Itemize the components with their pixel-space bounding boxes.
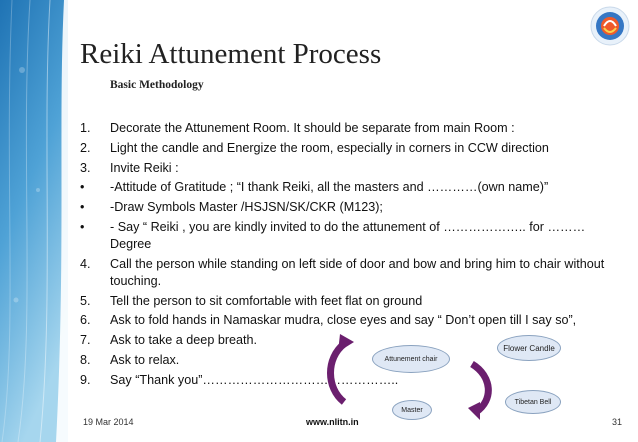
attunement-diagram: Attunement chair Flower Candle Tibetan B…	[320, 330, 590, 422]
list-marker: 1.	[80, 121, 91, 135]
list-item: 1. Decorate the Attunement Room. It shoul…	[80, 120, 620, 137]
flower-candle-label: Flower Candle	[503, 343, 555, 353]
master-node: Master	[392, 400, 432, 420]
tibetan-bell-node: Tibetan Bell	[505, 390, 561, 414]
list-item-text: Light the candle and Energize the room, …	[110, 140, 549, 155]
list-item: • -Draw Symbols Master /HSJSN/SK/CKR (M12…	[80, 199, 620, 216]
list-item-text: -Attitude of Gratitude ; “I thank Reiki,…	[110, 180, 549, 195]
page-subtitle: Basic Methodology	[110, 79, 204, 91]
list-item-text: Tell the person to sit comfortable with …	[110, 293, 423, 308]
arrowhead-right-icon	[468, 402, 480, 420]
list-item: 7. Ask to take a deep breath.	[80, 332, 620, 349]
list-item: 6. Ask to fold hands in Namaskar mudra, c…	[80, 312, 620, 329]
list-bullet: •	[80, 219, 85, 234]
list-marker: 8.	[80, 352, 91, 367]
footer-url: www.nlitn.in	[306, 417, 359, 427]
list-bullet: •	[80, 200, 85, 215]
list-item: 8. Ask to relax.	[80, 352, 620, 369]
list-bullet: •	[80, 180, 85, 195]
list-item-text: Invite Reiki :	[110, 160, 179, 175]
list-item: 4. Call the person while standing on left…	[80, 256, 620, 290]
list-marker: 7.	[80, 333, 91, 348]
attunement-chair-label: Attunement chair	[384, 355, 438, 363]
tibetan-bell-label: Tibetan Bell	[514, 398, 552, 406]
list-item-text: Say “Thank you”………………………………………..	[110, 372, 399, 387]
list-item: 9. Say “Thank you”………………………………………..	[80, 372, 620, 389]
list-item: 3. Invite Reiki :	[80, 160, 620, 177]
list-item-text: -Draw Symbols Master /HSJSN/SK/CKR (M123…	[110, 200, 383, 215]
site-logo-icon	[590, 6, 630, 46]
curved-arrow-left-icon	[327, 341, 347, 405]
list-item-text: Call the person while standing on left s…	[110, 256, 605, 288]
list-item-text: Ask to fold hands in Namaskar mudra, clo…	[110, 313, 577, 328]
list-item-text: Decorate the Attunement Room. It should …	[110, 121, 515, 135]
arrowhead-left-icon	[338, 334, 354, 352]
list-item: • - Say “ Reiki , you are kindly invited …	[80, 219, 620, 253]
list-item: 2. Light the candle and Energize the room…	[80, 140, 620, 157]
flower-candle-node: Flower Candle	[497, 335, 561, 361]
list-marker: 5.	[80, 293, 91, 308]
decorative-sidebar	[0, 0, 68, 442]
attunement-chair-node: Attunement chair	[372, 345, 450, 373]
page-number: 31	[612, 417, 623, 427]
diagram-arrows	[327, 334, 492, 420]
list-item: 5. Tell the person to sit comfortable wit…	[80, 293, 620, 310]
list-item-text: Ask to take a deep breath.	[110, 333, 258, 348]
page-title: Reiki Attunement Process	[80, 38, 382, 70]
methodology-list: 1. Decorate the Attunement Room. It shoul…	[80, 120, 620, 392]
list-item-text: - Say “ Reiki , you are kindly invited t…	[110, 219, 586, 251]
master-label: Master	[401, 406, 423, 414]
list-marker: 3.	[80, 160, 91, 175]
curved-arrow-right-icon	[469, 361, 492, 415]
footer-date: 19 Mar 2014	[83, 417, 134, 427]
list-marker: 6.	[80, 313, 91, 328]
list-marker: 2.	[80, 140, 91, 155]
list-marker: 9.	[80, 372, 91, 387]
list-item: • -Attitude of Gratitude ; “I thank Reiki…	[80, 179, 620, 196]
list-item-text: Ask to relax.	[110, 352, 180, 367]
list-marker: 4.	[80, 256, 91, 271]
